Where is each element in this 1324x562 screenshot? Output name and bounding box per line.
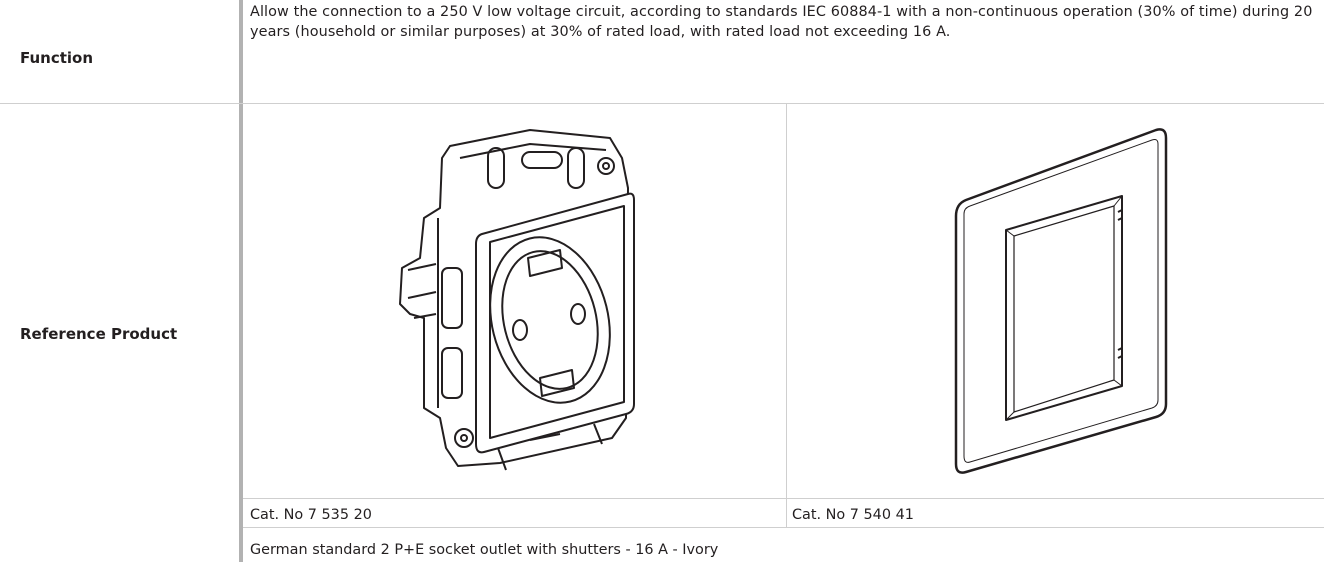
product-column-divider bbox=[786, 104, 787, 528]
image-row-divider bbox=[243, 498, 1324, 499]
cat-row-divider bbox=[243, 527, 1324, 528]
cat-no-socket: Cat. No 7 535 20 bbox=[250, 507, 372, 523]
column-divider bbox=[239, 0, 243, 562]
function-label: Function bbox=[20, 49, 94, 67]
reference-product-label: Reference Product bbox=[20, 325, 178, 343]
function-text: Allow the connection to a 250 V low volt… bbox=[250, 4, 1313, 40]
cat-no-cover-plate: Cat. No 7 540 41 bbox=[792, 507, 914, 523]
product-description: German standard 2 P+E socket outlet with… bbox=[250, 542, 719, 558]
cover-plate-drawing bbox=[954, 128, 1168, 474]
label-column bbox=[0, 0, 239, 562]
socket-outlet-drawing bbox=[399, 129, 635, 471]
row-divider bbox=[0, 103, 1324, 104]
